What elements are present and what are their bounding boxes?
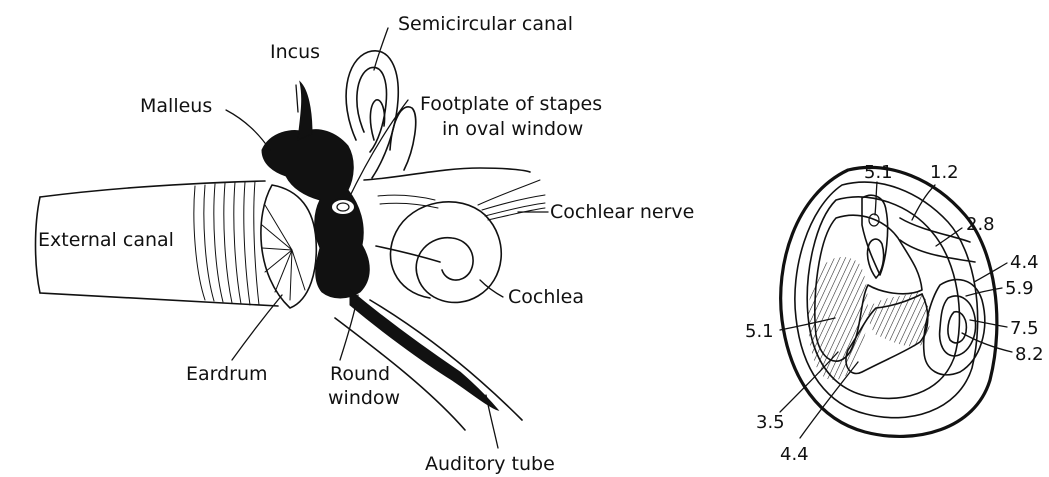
label-auditory-tube: Auditory tube — [425, 453, 555, 475]
contour-label-bottom: 4.4 — [780, 444, 809, 465]
contour-label-right-3: 7.5 — [1010, 318, 1039, 339]
label-footplate-line2: in oval window — [442, 118, 583, 140]
label-external-canal: External canal — [38, 229, 174, 251]
eardrum-shape — [261, 185, 316, 308]
label-cochlear-nerve: Cochlear nerve — [550, 201, 694, 223]
label-semicircular-canal: Semicircular canal — [398, 13, 573, 35]
inner-ear-shape — [346, 51, 545, 303]
contour-map: 5.1 1.2 2.8 4.4 5.9 7.5 8.2 5.1 3.5 4.4 — [745, 162, 1044, 465]
contour-label-right-2: 5.9 — [1005, 278, 1034, 299]
label-cochlea: Cochlea — [508, 286, 584, 308]
label-incus: Incus — [270, 41, 320, 63]
ear-diagram: Semicircular canal Incus Malleus Footpla… — [36, 13, 695, 475]
label-footplate-line1: Footplate of stapes — [420, 93, 602, 115]
auditory-tube-shape — [335, 290, 522, 430]
label-round-window-line1: Round — [330, 363, 390, 385]
contour-label-right-4: 8.2 — [1015, 344, 1044, 365]
contour-label-top: 5.1 — [864, 162, 893, 183]
contour-label-right-1: 4.4 — [1010, 252, 1039, 273]
label-round-window-line2: window — [328, 387, 400, 409]
contour-label-upper-right-2: 2.8 — [966, 214, 995, 235]
contour-label-bottom-left: 3.5 — [756, 412, 785, 433]
contour-label-left: 5.1 — [745, 321, 774, 342]
label-malleus: Malleus — [140, 95, 212, 117]
contour-label-upper-right-1: 1.2 — [930, 162, 959, 183]
label-eardrum: Eardrum — [186, 363, 268, 385]
